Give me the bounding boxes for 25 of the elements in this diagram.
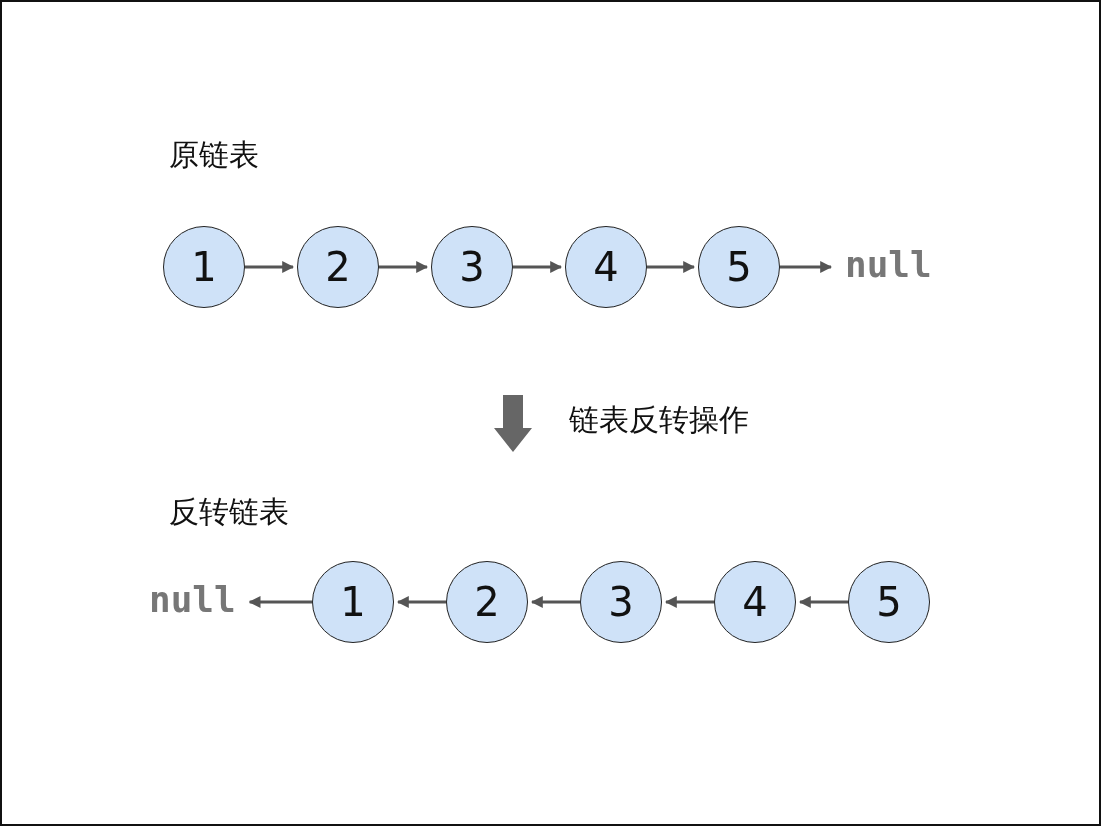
arrow [664, 596, 714, 608]
arrow [647, 261, 696, 273]
node-value: 5 [726, 244, 752, 290]
node-value: 4 [742, 579, 768, 625]
arrow [798, 596, 848, 608]
arrow [248, 596, 312, 608]
node-value: 2 [474, 579, 500, 625]
node-value: 1 [191, 244, 217, 290]
null-label: null [845, 245, 932, 285]
arrow [245, 261, 295, 273]
section-heading: 原链表 [169, 137, 259, 173]
node-value: 3 [459, 244, 485, 290]
arrow [396, 596, 446, 608]
operation-label: 链表反转操作 [569, 402, 749, 438]
arrow [530, 596, 580, 608]
node-value: 4 [593, 244, 619, 290]
arrow [379, 261, 429, 273]
arrow [780, 261, 833, 273]
node-value: 3 [608, 579, 634, 625]
node-value: 2 [325, 244, 351, 290]
node-value: 1 [340, 579, 366, 625]
null-label: null [149, 580, 236, 620]
section-heading: 反转链表 [169, 494, 289, 530]
node-value: 5 [876, 579, 902, 625]
arrow [513, 261, 563, 273]
